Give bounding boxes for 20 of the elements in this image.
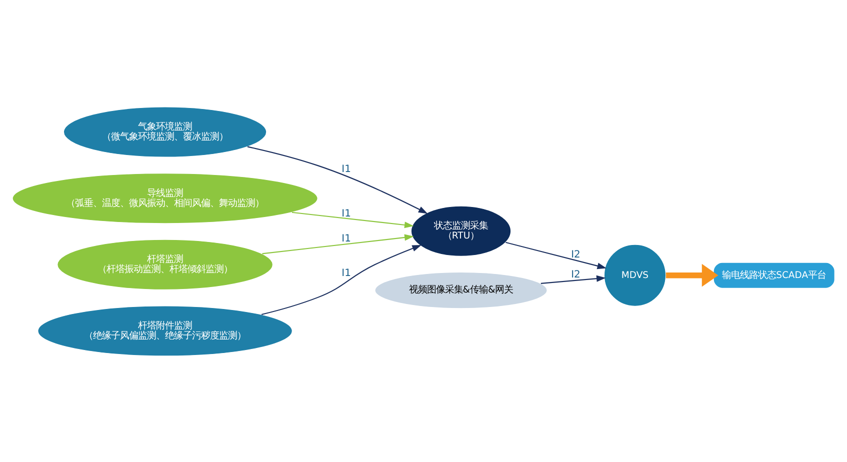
edge-label: I2 xyxy=(571,249,580,260)
node-ellipse: 导线监测 （弧垂、温度、微风振动、相间风偏、舞动监测） xyxy=(12,172,318,224)
arrow xyxy=(247,146,428,214)
arrow xyxy=(540,274,606,284)
edge-label: I1 xyxy=(342,164,351,175)
node-ellipse: 视频图像采集&传输&网关 xyxy=(374,271,548,308)
arrow xyxy=(666,263,718,286)
arrow xyxy=(262,234,414,254)
arrow xyxy=(506,241,607,269)
edge-label: I1 xyxy=(342,208,351,219)
node-ellipse: 杆塔附件监测 （绝缘子风偏监测、绝缘子污秽度监测） xyxy=(38,304,293,356)
edge-label: I1 xyxy=(342,268,351,279)
arrow xyxy=(292,211,414,228)
node-circle: MDVS xyxy=(604,244,666,306)
edge-label: I1 xyxy=(342,232,351,244)
arrow xyxy=(261,244,422,315)
edge-label: I2 xyxy=(571,269,580,280)
node-ellipse: 气象环境监测 （微气象环境监测、覆冰监测） xyxy=(63,106,267,157)
node-ellipse: 杆塔监测 （杆塔振动监测、杆塔倾斜监测） xyxy=(56,238,274,290)
node-box: 输电线路状态SCADA平台 xyxy=(713,262,836,288)
